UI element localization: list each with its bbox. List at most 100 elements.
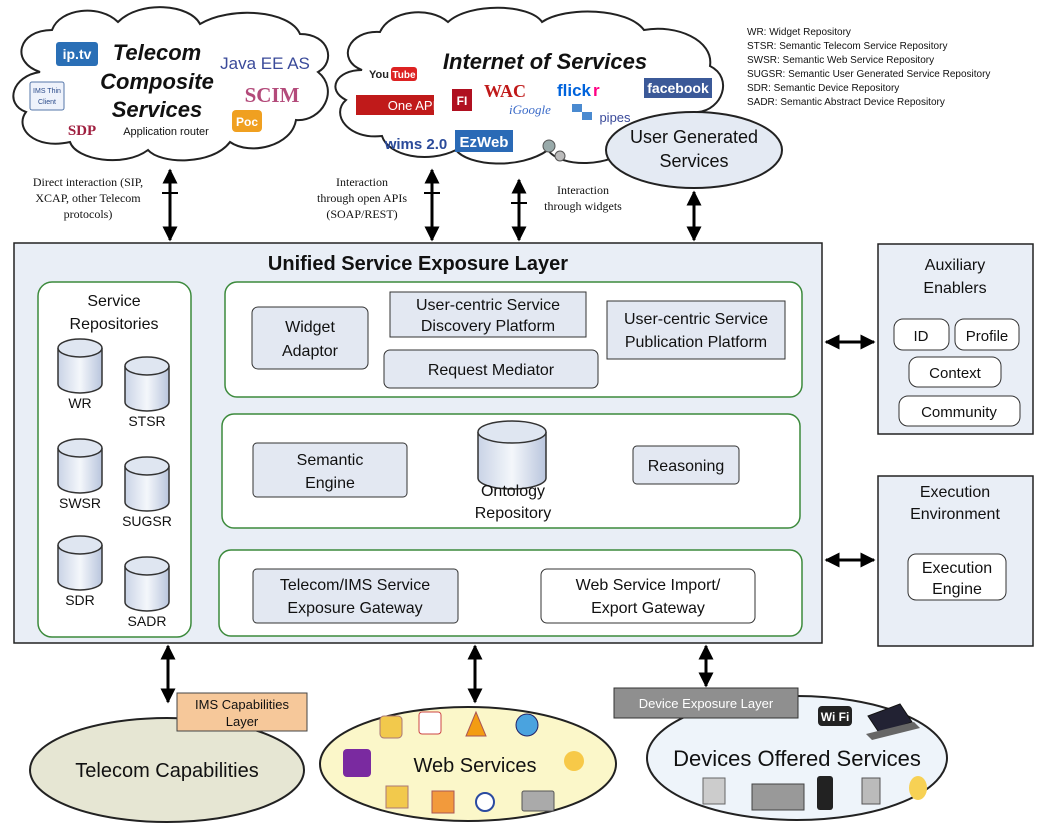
svg-text:Layer: Layer [226, 714, 259, 729]
repository-label: SWSR [59, 495, 101, 511]
repository-label: WR [68, 395, 91, 411]
svg-text:EzWeb: EzWeb [460, 134, 509, 151]
svg-text:ID: ID [914, 328, 929, 345]
laptop-icon [866, 703, 920, 740]
svg-text:Engine: Engine [305, 475, 355, 492]
svg-text:You: You [369, 69, 389, 81]
interaction-labels: Direct interaction (SIP, XCAP, other Tel… [33, 175, 622, 221]
ims-capabilities-layer: IMS Capabilities Layer [176, 692, 308, 732]
web-gateway-box: Web Service Import/ Export Gateway [540, 568, 756, 624]
bulb-icon [909, 776, 927, 800]
legend-item: SWSR: Semantic Web Service Repository [747, 55, 934, 66]
svg-text:IMS Thin: IMS Thin [33, 88, 61, 95]
svg-text:Repositories: Repositories [70, 316, 159, 333]
execution-environment-panel: Execution Environment Execution Engine [877, 475, 1034, 647]
side-arrows [824, 334, 876, 568]
legend-item: SUGSR: Semantic User Generated Service R… [747, 69, 990, 80]
auxiliary-enablers-panel: Auxiliary Enablers ID Profile Context Co… [877, 243, 1034, 435]
id-box [893, 318, 950, 351]
svg-text:XCAP, other Telecom: XCAP, other Telecom [35, 191, 141, 205]
svg-text:Wi Fi: Wi Fi [821, 710, 850, 724]
igoogle-logo: iGoogle [509, 102, 551, 117]
publication-platform-box: User-centric Service Publication Platfor… [606, 300, 786, 360]
svg-text:Poc: Poc [236, 115, 258, 129]
svg-text:facebook: facebook [647, 80, 709, 96]
bottom-arrows [160, 644, 714, 704]
phone-icon [817, 776, 833, 810]
device-exposure-layer: Device Exposure Layer [613, 687, 799, 719]
svg-text:Export Gateway: Export Gateway [591, 600, 705, 617]
svg-text:Client: Client [38, 99, 56, 106]
svg-text:Request Mediator: Request Mediator [428, 362, 555, 379]
wifi-icon: Wi Fi [818, 706, 852, 726]
svg-text:r: r [593, 81, 600, 100]
repository-stsr: STSR [124, 356, 170, 429]
repository-sugsr: SUGSR [122, 456, 172, 529]
telecom-gateway-box: Telecom/IMS Service Exposure Gateway [252, 568, 459, 624]
repository-label: SUGSR [122, 513, 172, 529]
svg-text:Service: Service [87, 293, 140, 310]
telecom-composite-title-1: Telecom [113, 40, 201, 65]
telecom-composite-cloud: ip.tv IMS Thin Client Telecom Composite … [12, 6, 329, 162]
reasoning-box: Reasoning [632, 445, 740, 485]
application-router-label: Application router [123, 126, 209, 138]
repository-label: SADR [128, 613, 167, 629]
svg-text:Enablers: Enablers [923, 280, 986, 297]
svg-text:Publication Platform: Publication Platform [625, 334, 767, 351]
java-ee-label: Java EE AS [220, 54, 310, 73]
profile-box [954, 318, 1020, 351]
svg-text:Environment: Environment [910, 506, 1000, 523]
svg-text:Context: Context [929, 365, 982, 382]
svg-text:Engine: Engine [932, 581, 982, 598]
svg-text:Profile: Profile [966, 328, 1009, 345]
user-generated-label-2: Services [659, 151, 728, 171]
flickr-logo: flick r [557, 81, 600, 100]
top-arrows [162, 168, 702, 242]
svg-text:Devices Offered Services: Devices Offered Services [673, 746, 921, 771]
svg-text:Web Service Import/: Web Service Import/ [576, 577, 721, 594]
ims-thin-client-logo: IMS Thin Client [29, 81, 65, 111]
open-apis-label: Interaction [336, 175, 388, 189]
svg-text:protocols): protocols) [64, 207, 113, 221]
svg-text:User-centric Service: User-centric Service [416, 297, 560, 314]
svg-text:FI: FI [457, 94, 468, 108]
svg-text:Telecom Capabilities: Telecom Capabilities [75, 760, 258, 782]
gears-icon [542, 139, 566, 162]
svg-text:through widgets: through widgets [544, 199, 622, 213]
wac-logo: WAC [484, 81, 526, 101]
svg-text:pipes: pipes [599, 110, 631, 125]
svg-text:Widget: Widget [285, 319, 335, 336]
repository-label: SDR [65, 592, 95, 608]
svg-text:Community: Community [921, 404, 997, 421]
svg-text:User-centric Service: User-centric Service [624, 311, 768, 328]
scim-logo: SCIM [245, 83, 300, 107]
svg-text:Exposure Gateway: Exposure Gateway [287, 600, 422, 617]
svg-text:Execution: Execution [922, 560, 992, 577]
repository-label: STSR [128, 413, 165, 429]
svg-text:Repository: Repository [475, 505, 551, 522]
svg-text:IMS Capabilities: IMS Capabilities [195, 697, 289, 712]
wims-logo: wims 2.0 [384, 136, 448, 153]
internet-services-title: Internet of Services [443, 49, 647, 74]
request-mediator-box: Request Mediator [383, 349, 599, 389]
legend-item: SADR: Semantic Abstract Device Repositor… [747, 97, 945, 108]
svg-text:(SOAP/REST): (SOAP/REST) [326, 207, 397, 221]
svg-text:through open APIs: through open APIs [317, 191, 407, 205]
svg-text:Discovery Platform: Discovery Platform [421, 318, 555, 335]
repository-swsr: SWSR [57, 438, 103, 511]
youtube-logo: You Tube [369, 67, 417, 81]
svg-text:Auxiliary: Auxiliary [925, 257, 985, 274]
repository-sadr: SADR [124, 556, 170, 629]
sdp-logo: SDP [68, 123, 96, 139]
sensor-icon [861, 777, 881, 805]
svg-text:Tube: Tube [392, 70, 416, 81]
telecom-composite-title-3: Services [112, 97, 203, 122]
fi-logo: FI [452, 89, 472, 111]
ezweb-logo: EzWeb [455, 130, 513, 152]
community-box [898, 395, 1021, 427]
svg-text:One API: One API [388, 98, 436, 113]
devices-offered-ellipse: Devices Offered Services Wi Fi [646, 695, 948, 821]
pipes-logo: pipes [572, 104, 631, 125]
legend-item: STSR: Semantic Telecom Service Repositor… [747, 41, 947, 52]
widget-adaptor-box: Widget Adaptor [251, 306, 369, 370]
